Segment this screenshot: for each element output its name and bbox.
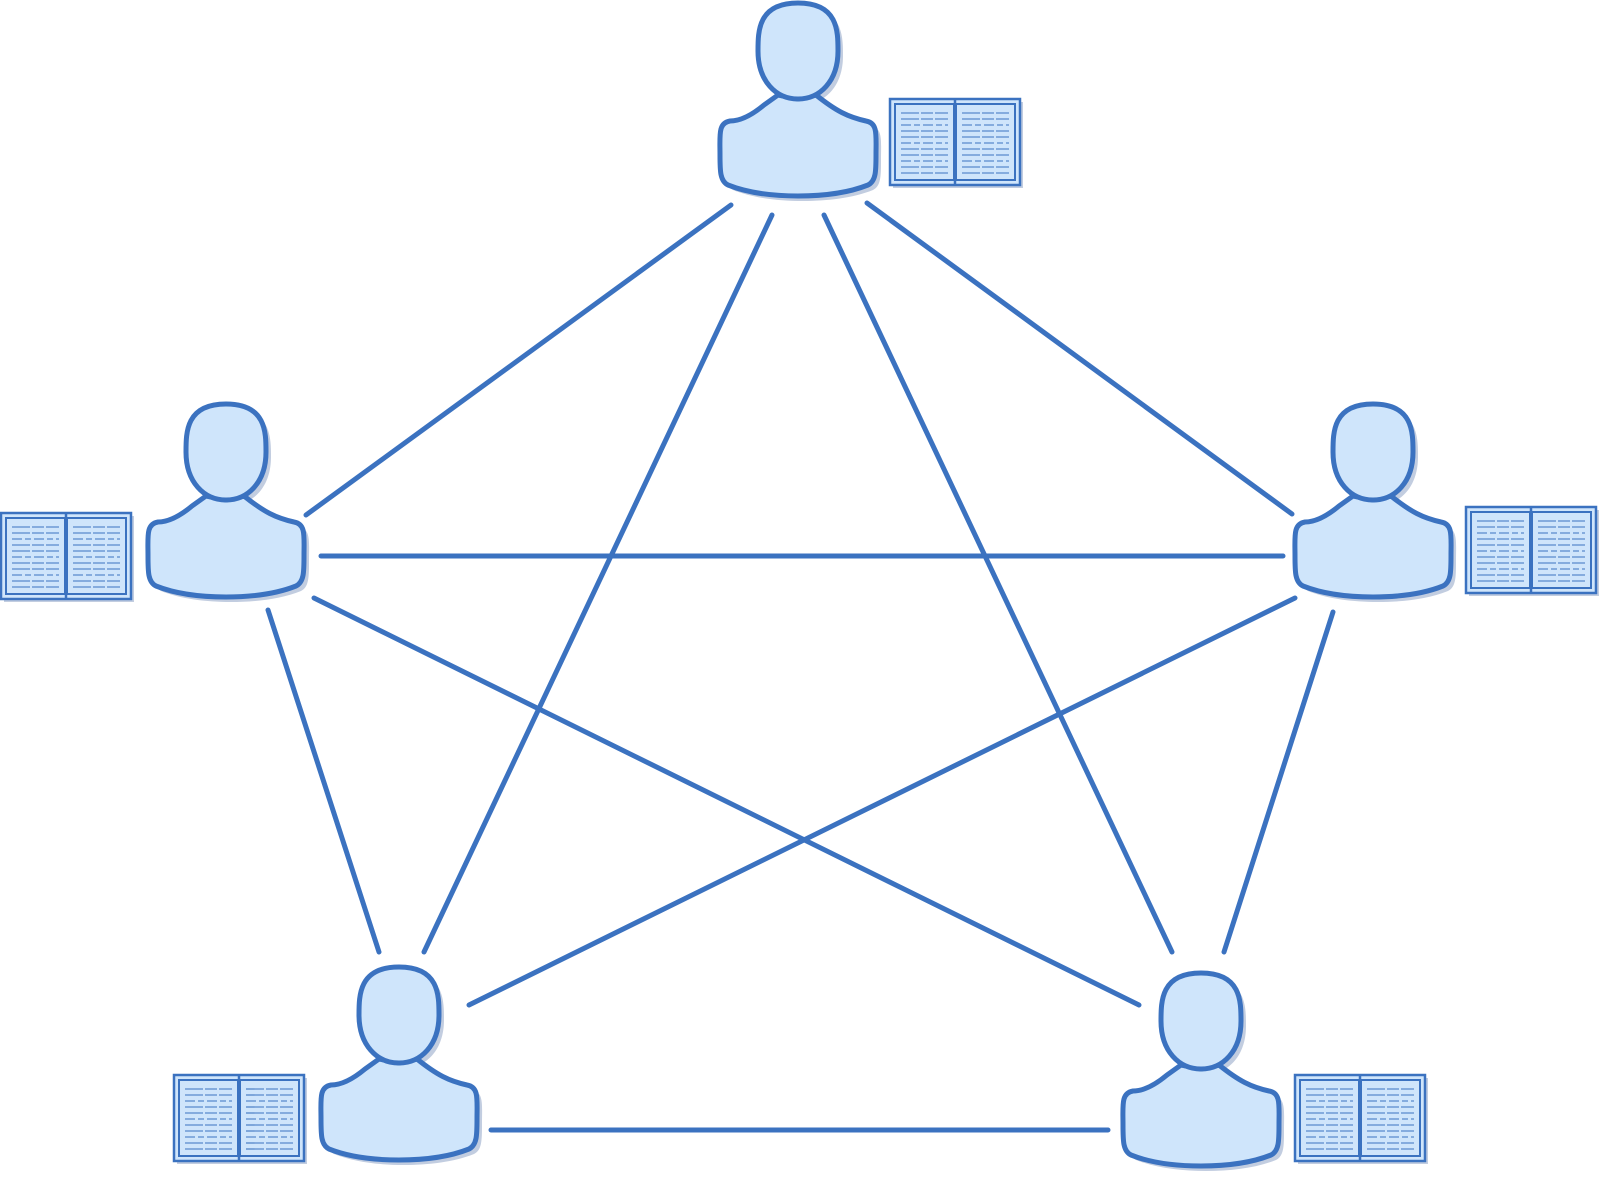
user-icon	[1120, 970, 1285, 1171]
book-left-page	[5, 517, 66, 595]
connection-top-bottom-right	[821, 212, 1175, 955]
book-left-page	[1470, 511, 1531, 589]
connection-top-bottom-left	[421, 212, 775, 955]
user-icon	[145, 401, 310, 602]
network-node-left	[0, 401, 310, 602]
book-right-page	[955, 103, 1016, 181]
user-head	[183, 401, 269, 503]
book-right-page	[1531, 511, 1592, 589]
user-icon	[717, 0, 882, 201]
user-body	[1292, 493, 1454, 600]
connection-right-bottom-right	[1221, 609, 1336, 955]
book-left-page	[894, 103, 955, 181]
user-icon	[318, 964, 483, 1165]
book-right-page	[239, 1079, 300, 1157]
ledger-book-icon	[172, 1073, 307, 1164]
user-body	[717, 92, 879, 199]
ledger-book-icon	[888, 97, 1023, 188]
book-left-page	[1299, 1079, 1360, 1157]
book-right-page	[66, 517, 127, 595]
user-head	[356, 964, 442, 1066]
ledger-book-icon	[1464, 505, 1599, 596]
user-head	[1330, 401, 1416, 503]
user-body	[1120, 1062, 1282, 1169]
network-node-right	[1292, 401, 1599, 602]
connections-layer	[265, 200, 1336, 1133]
user-head	[755, 0, 841, 102]
user-body	[145, 493, 307, 600]
user-body	[318, 1056, 480, 1163]
connection-right-bottom-left	[466, 595, 1298, 1008]
ledger-book-icon	[1293, 1073, 1428, 1164]
ledger-book-icon	[0, 511, 134, 602]
network-node-bottom-right	[1120, 970, 1428, 1171]
network-node-bottom-left	[172, 964, 483, 1165]
network-node-top	[717, 0, 1023, 201]
user-icon	[1292, 401, 1457, 602]
connection-top-right	[864, 200, 1295, 517]
book-left-page	[178, 1079, 239, 1157]
connection-left-bottom-right	[311, 595, 1142, 1008]
connection-left-bottom-left	[265, 607, 382, 955]
connection-top-left	[303, 202, 734, 518]
book-right-page	[1360, 1079, 1421, 1157]
user-head	[1158, 970, 1244, 1072]
